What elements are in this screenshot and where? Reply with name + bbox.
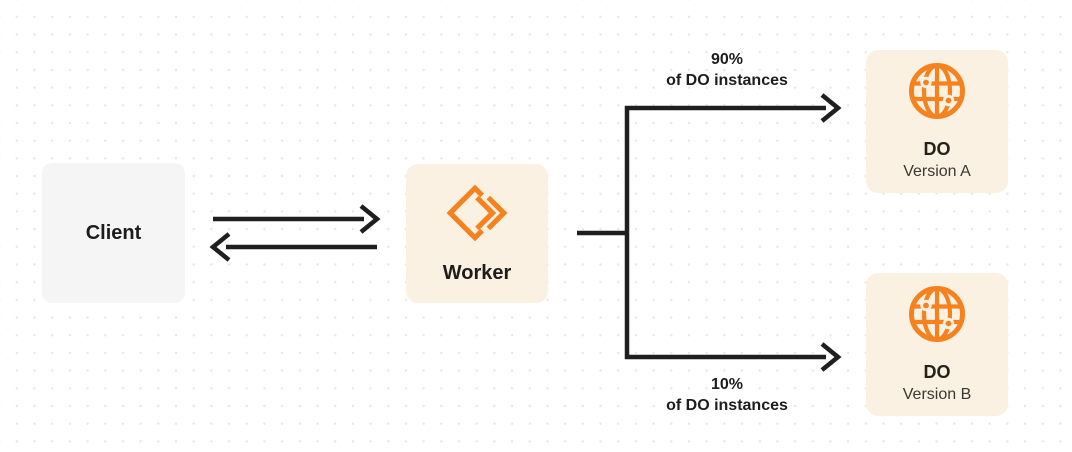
branch-top-caption: of DO instances	[666, 72, 788, 89]
workers-icon	[446, 184, 508, 242]
branch-connector	[577, 93, 842, 372]
arrow-client-to-worker	[213, 204, 381, 234]
branch-bottom-percent: 10%	[710, 376, 744, 393]
arrow-worker-to-client	[209, 232, 377, 262]
globe-icon	[909, 63, 965, 119]
do-version-a-node: DO Version A	[866, 50, 1008, 193]
branch-bottom-caption: of DO instances	[666, 397, 788, 414]
worker-node: Worker	[406, 164, 548, 303]
branch-top-label: 90% of DO instances	[627, 49, 827, 91]
globe-icon	[909, 286, 965, 342]
branch-bottom-label: 10% of DO instances	[627, 374, 827, 416]
do-version-a-title: DO	[923, 139, 951, 159]
client-label: Client	[85, 221, 142, 244]
arrowhead-to-version-a	[820, 93, 842, 123]
do-version-b-subtitle: Version B	[902, 386, 972, 403]
worker-label: Worker	[442, 262, 512, 284]
do-version-b-node: DO Version B	[866, 273, 1008, 416]
branch-top-percent: 90%	[710, 51, 744, 68]
do-version-b-title: DO	[923, 362, 951, 382]
client-node: Client	[42, 163, 185, 303]
arrowhead-to-version-b	[820, 342, 842, 372]
do-version-a-subtitle: Version A	[903, 163, 971, 180]
